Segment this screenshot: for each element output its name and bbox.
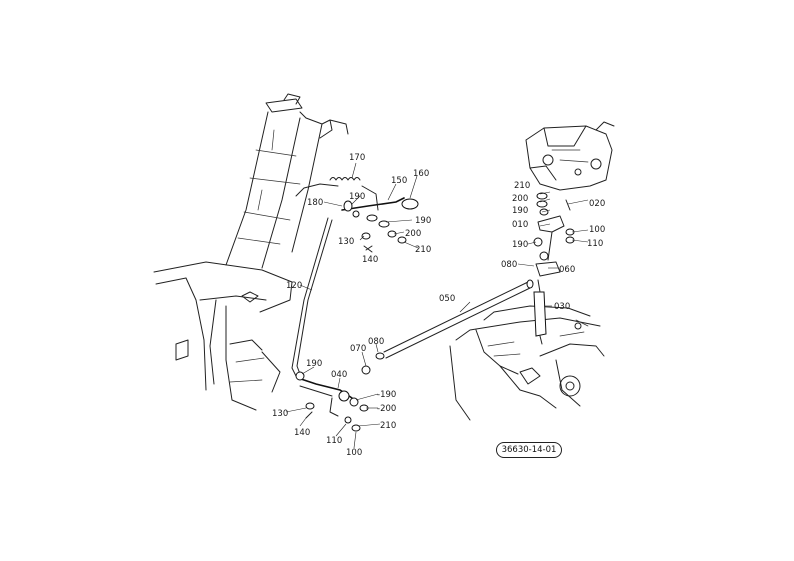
callout-100: 100 [589,225,605,235]
rod-050 [383,279,534,359]
callout-200: 200 [405,229,421,239]
callout-190: -190 [377,390,396,400]
callout-080: 080 [501,260,517,270]
callout-050: 050 [439,294,455,304]
callout-210: 210 [415,245,431,255]
callout-150: 150 [391,176,407,186]
callout-180: 180 [307,198,323,208]
callout-190: 190 [349,192,365,202]
lower-lever-assembly [295,352,385,432]
callout-190: 190 [512,240,528,250]
callout-200: -200 [377,404,396,414]
rear-axle-housing [449,305,605,421]
right-linkage-assembly [533,192,575,345]
diagram-reference-code: 36630-14-01 [496,442,562,458]
leader-lines [285,162,589,449]
callout-020: 020 [589,199,605,209]
callout-210: 210 [380,421,396,431]
callout-120: 120 [286,281,302,291]
callout-100: 100 [346,448,362,458]
steering-column-housing [153,93,349,411]
part-callouts: 170 160 150 190 180 190 200 130 210 140 … [272,153,605,458]
callout-080: 080 [368,337,384,347]
callout-070: 070 [350,344,366,354]
hydraulic-valve-body [525,121,615,191]
callout-130: 130 [338,237,354,247]
callout-190: 190 [415,216,431,226]
callout-160: 160 [413,169,429,179]
callout-130: 130 [272,409,288,419]
callout-110: 110 [326,436,342,446]
callout-030: 030 [554,302,570,312]
callout-170: 170 [349,153,365,163]
upper-lever-assembly [295,177,419,253]
callout-110: 110 [587,239,603,249]
callout-140: 140 [362,255,378,265]
callout-060: 060 [559,265,575,275]
callout-010: 010 [512,220,528,230]
rod-120 [291,217,333,377]
callout-210: 210 [514,181,530,191]
callout-200: 200 [512,194,528,204]
callout-190: 190 [306,359,322,369]
callout-140: 140 [294,428,310,438]
callout-190: 190 [512,206,528,216]
callout-040: 040 [331,370,347,380]
